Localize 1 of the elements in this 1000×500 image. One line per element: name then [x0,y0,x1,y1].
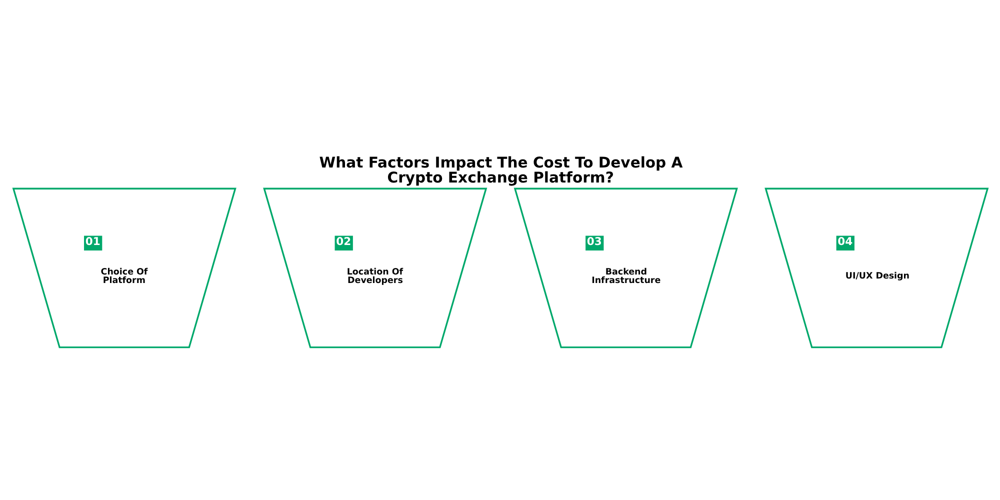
diagram-title: What Factors Impact The Cost To Develop A Crypto Exchange Platform? [318,154,682,186]
